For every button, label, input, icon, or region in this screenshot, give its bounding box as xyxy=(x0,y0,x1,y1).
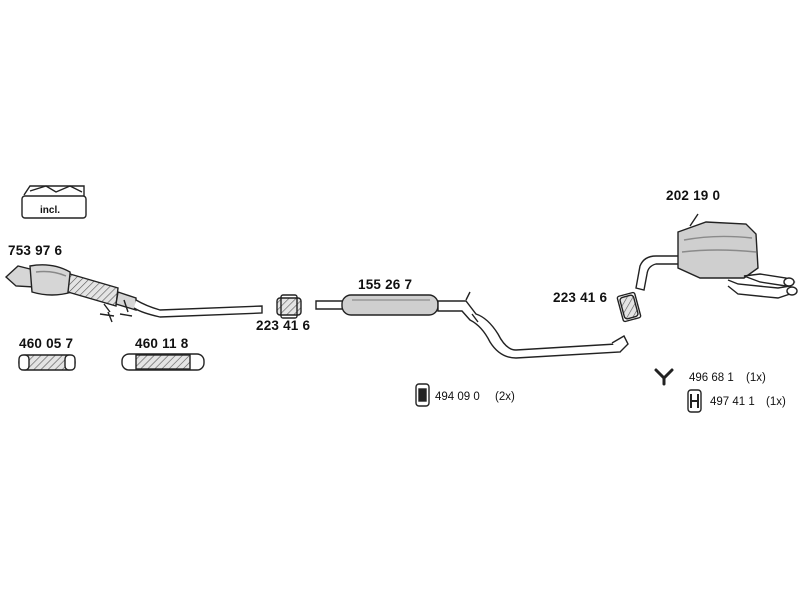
h-hanger-icon xyxy=(687,389,702,413)
middle-silencer-part xyxy=(315,291,629,359)
clamp-left-part xyxy=(276,294,302,319)
clamp-left-part-number: 223 41 6 xyxy=(256,318,311,333)
flex-pipe-b-part xyxy=(121,353,205,371)
hardware-code-1: 494 09 0 xyxy=(435,391,480,403)
flex-pipe-a-part-number: 460 05 7 xyxy=(19,336,74,351)
hardware-code-3: 497 41 1 xyxy=(710,396,755,408)
middle-silencer-part-number: 155 26 7 xyxy=(358,277,413,292)
hardware-qty-1: (2x) xyxy=(495,391,515,403)
flex-pipe-a-part xyxy=(18,354,76,371)
clamp-right-part-number: 223 41 6 xyxy=(553,290,608,305)
mounting-rubber-icon xyxy=(415,383,430,407)
hardware-code-2: 496 68 1 xyxy=(689,372,734,384)
kit-badge-label: incl. xyxy=(40,205,61,216)
clamp-right-part xyxy=(616,291,642,323)
hardware-qty-3: (1x) xyxy=(766,396,786,408)
y-bracket-icon xyxy=(654,368,674,386)
rear-silencer-part xyxy=(635,213,798,299)
catalyst-part-number: 753 97 6 xyxy=(8,243,63,258)
hardware-qty-2: (1x) xyxy=(746,372,766,384)
rear-silencer-part-number: 202 19 0 xyxy=(666,188,721,203)
kit-box-icon xyxy=(21,185,87,219)
flex-pipe-b-part-number: 460 11 8 xyxy=(135,336,189,351)
catalyst-part xyxy=(4,264,263,323)
